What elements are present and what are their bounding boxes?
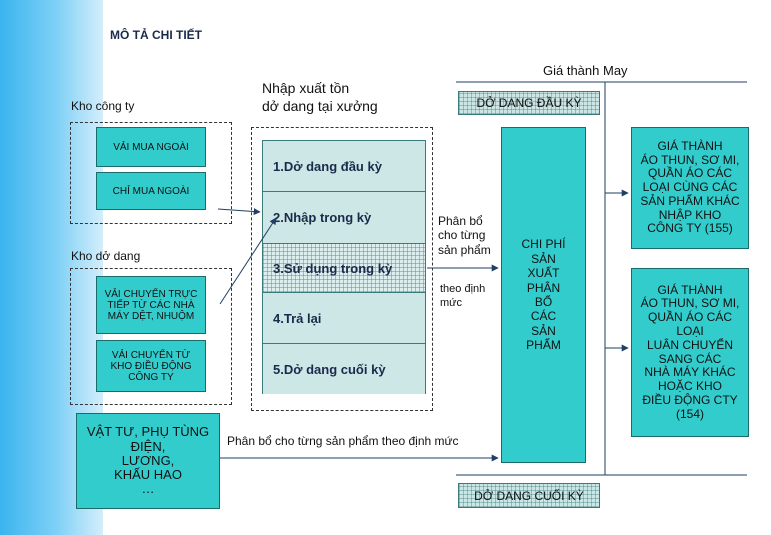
output-line: LUÂN CHUYỂN: [646, 337, 733, 352]
vat-tu-line: …: [141, 481, 155, 497]
process-title-line: Nhập xuất tồn: [262, 80, 350, 96]
chi-mua-ngoai-text: CHỈ MUA NGOÀI: [112, 185, 190, 197]
output-line: ÁO THUN, SƠ MI,: [640, 152, 740, 167]
do-dang-dau-ky-text: DỞ DANG ĐẦU KỲ: [476, 96, 582, 110]
chi-phi-line: XUẤT: [527, 266, 560, 281]
chi-phi-line: PHẨM: [526, 338, 561, 353]
kho-cong-ty-label: Kho công ty: [71, 99, 135, 113]
allocation-line: cho từng: [438, 228, 486, 243]
process-step: 1.Dở dang đầu kỳ: [263, 141, 425, 191]
chi-phi-box: CHI PHÍ SẢN XUẤT PHÂN BỔ CÁC SẢN PHẨM: [501, 127, 586, 463]
chi-phi-line: BỔ: [534, 295, 553, 309]
vai-chuyen-tu-kho-text: VẢI CHUYỂN TỪ KHO ĐIỀU ĐỘNG CÔNG TY: [110, 349, 192, 383]
kho-do-dang-label: Kho dở dang: [71, 249, 141, 263]
vai-mua-ngoai-box: VẢI MUA NGOÀI: [96, 127, 206, 167]
process-step-text: 2.Nhập trong kỳ: [273, 210, 372, 225]
vat-tu-line: KHẤU HAO: [114, 467, 182, 483]
output-line: QUẦN ÁO CÁC: [647, 166, 732, 181]
chi-phi-line: SẢN: [531, 323, 556, 338]
process-table: 1.Dở dang đầu kỳ 2.Nhập trong kỳ 3.Sử dụ…: [262, 140, 426, 394]
process-step: 4.Trả lại: [263, 293, 425, 343]
output-line: GIÁ THÀNH: [657, 138, 723, 153]
do-dang-cuoi-ky-text: DỞ DANG CUỐI KỲ: [474, 488, 584, 503]
allocation-bottom-label: Phân bổ cho từng sản phẩm theo định mức: [227, 434, 459, 448]
allocation-line: Phân bổ: [438, 214, 483, 228]
output-line: (154): [675, 406, 704, 421]
output-line: ĐIỀU ĐỘNG CTY: [642, 392, 738, 407]
output-box-155: GIÁ THÀNH ÁO THUN, SƠ MI, QUẦN ÁO CÁC LO…: [631, 127, 749, 249]
output-line: GIÁ THÀNH: [657, 282, 723, 297]
chi-mua-ngoai-box: CHỈ MUA NGOÀI: [96, 172, 206, 210]
arrow-kho-cong-ty-to-process: [217, 208, 261, 216]
output-box-154: GIÁ THÀNH ÁO THUN, SƠ MI, QUẦN ÁO CÁC LO…: [631, 268, 749, 437]
allocation-line: sản phẩm: [438, 242, 491, 257]
process-title-line: dở dang tại xưởng: [262, 98, 378, 115]
allocation-upper-label: Phân bổ cho từng sản phẩm: [438, 214, 491, 257]
process-separator: [263, 292, 425, 293]
allocation-line: theo định: [440, 283, 486, 295]
output-line: LOẠI: [676, 323, 704, 338]
output-line: HOẶC KHO: [657, 379, 722, 394]
output-line: QUẦN ÁO CÁC: [647, 310, 732, 325]
output-line: SẢN PHẨM KHÁC: [640, 193, 740, 208]
output-line: NHẬP KHO: [658, 207, 722, 222]
output-line: NHÀ MÁY KHÁC: [644, 365, 736, 380]
arrow-kho-do-dang-to-process: [219, 217, 277, 305]
output-line: SANG CÁC: [658, 351, 722, 366]
chi-phi-line: SẢN: [531, 251, 556, 266]
process-step-text: 5.Dở dang cuối kỳ: [273, 361, 386, 377]
gia-thanh-header: Giá thành May: [543, 63, 628, 78]
do-dang-cuoi-ky-box: DỞ DANG CUỐI KỲ: [458, 483, 600, 508]
do-dang-dau-ky-box: DỞ DANG ĐẦU KỲ: [458, 91, 600, 115]
chi-phi-line: CÁC: [530, 309, 557, 324]
vat-tu-box: VẬT TƯ, PHỤ TÙNG ĐIỆN, LƯƠNG, KHẤU HAO …: [76, 413, 220, 509]
vai-chuyen-tu-kho-box: VẢI CHUYỂN TỪ KHO ĐIỀU ĐỘNG CÔNG TY: [96, 340, 206, 392]
process-step-text: 1.Dở dang đầu kỳ: [273, 158, 382, 174]
process-separator: [263, 343, 425, 344]
process-step-text: 4.Trả lại: [273, 310, 322, 326]
vai-chuyen-truc-tiep-text: VẢI CHUYỂN TRỰC TIẾP TỪ CÁC NHÀ MÁY DỆT,…: [104, 288, 198, 322]
process-step: 3.Sử dụng trong kỳ: [263, 244, 425, 292]
chi-phi-line: CHI PHÍ: [521, 237, 566, 252]
process-separator: [263, 243, 425, 244]
vat-tu-line: ĐIỆN,: [130, 438, 166, 454]
process-group: [251, 127, 433, 411]
allocation-lower-label: theo định mức: [440, 282, 485, 311]
process-separator: [263, 191, 425, 192]
kho-cong-ty-group: [70, 122, 232, 224]
process-step: 5.Dở dang cuối kỳ: [263, 344, 425, 394]
vai-mua-ngoai-text: VẢI MUA NGOÀI: [113, 141, 189, 153]
output-line: LOẠI CÙNG CÁC: [642, 180, 738, 195]
output-line: CÔNG TY (155): [647, 221, 733, 236]
process-step: 2.Nhập trong kỳ: [263, 192, 425, 243]
allocation-line: mức: [440, 297, 463, 310]
page-title: MÔ TẢ CHI TIẾT: [110, 28, 202, 42]
process-step-text: 3.Sử dụng trong kỳ: [273, 260, 393, 276]
process-title: Nhập xuất tồn dở dang tại xưởng: [262, 79, 378, 115]
vat-tu-line: LƯƠNG,: [121, 452, 175, 468]
vat-tu-line: VẬT TƯ, PHỤ TÙNG: [86, 424, 210, 440]
output-line: ÁO THUN, SƠ MI,: [640, 296, 740, 311]
vai-chuyen-truc-tiep-box: VẢI CHUYỂN TRỰC TIẾP TỪ CÁC NHÀ MÁY DỆT,…: [96, 276, 206, 334]
kho-do-dang-group: [70, 268, 232, 405]
chi-phi-line: PHÂN: [526, 280, 561, 295]
